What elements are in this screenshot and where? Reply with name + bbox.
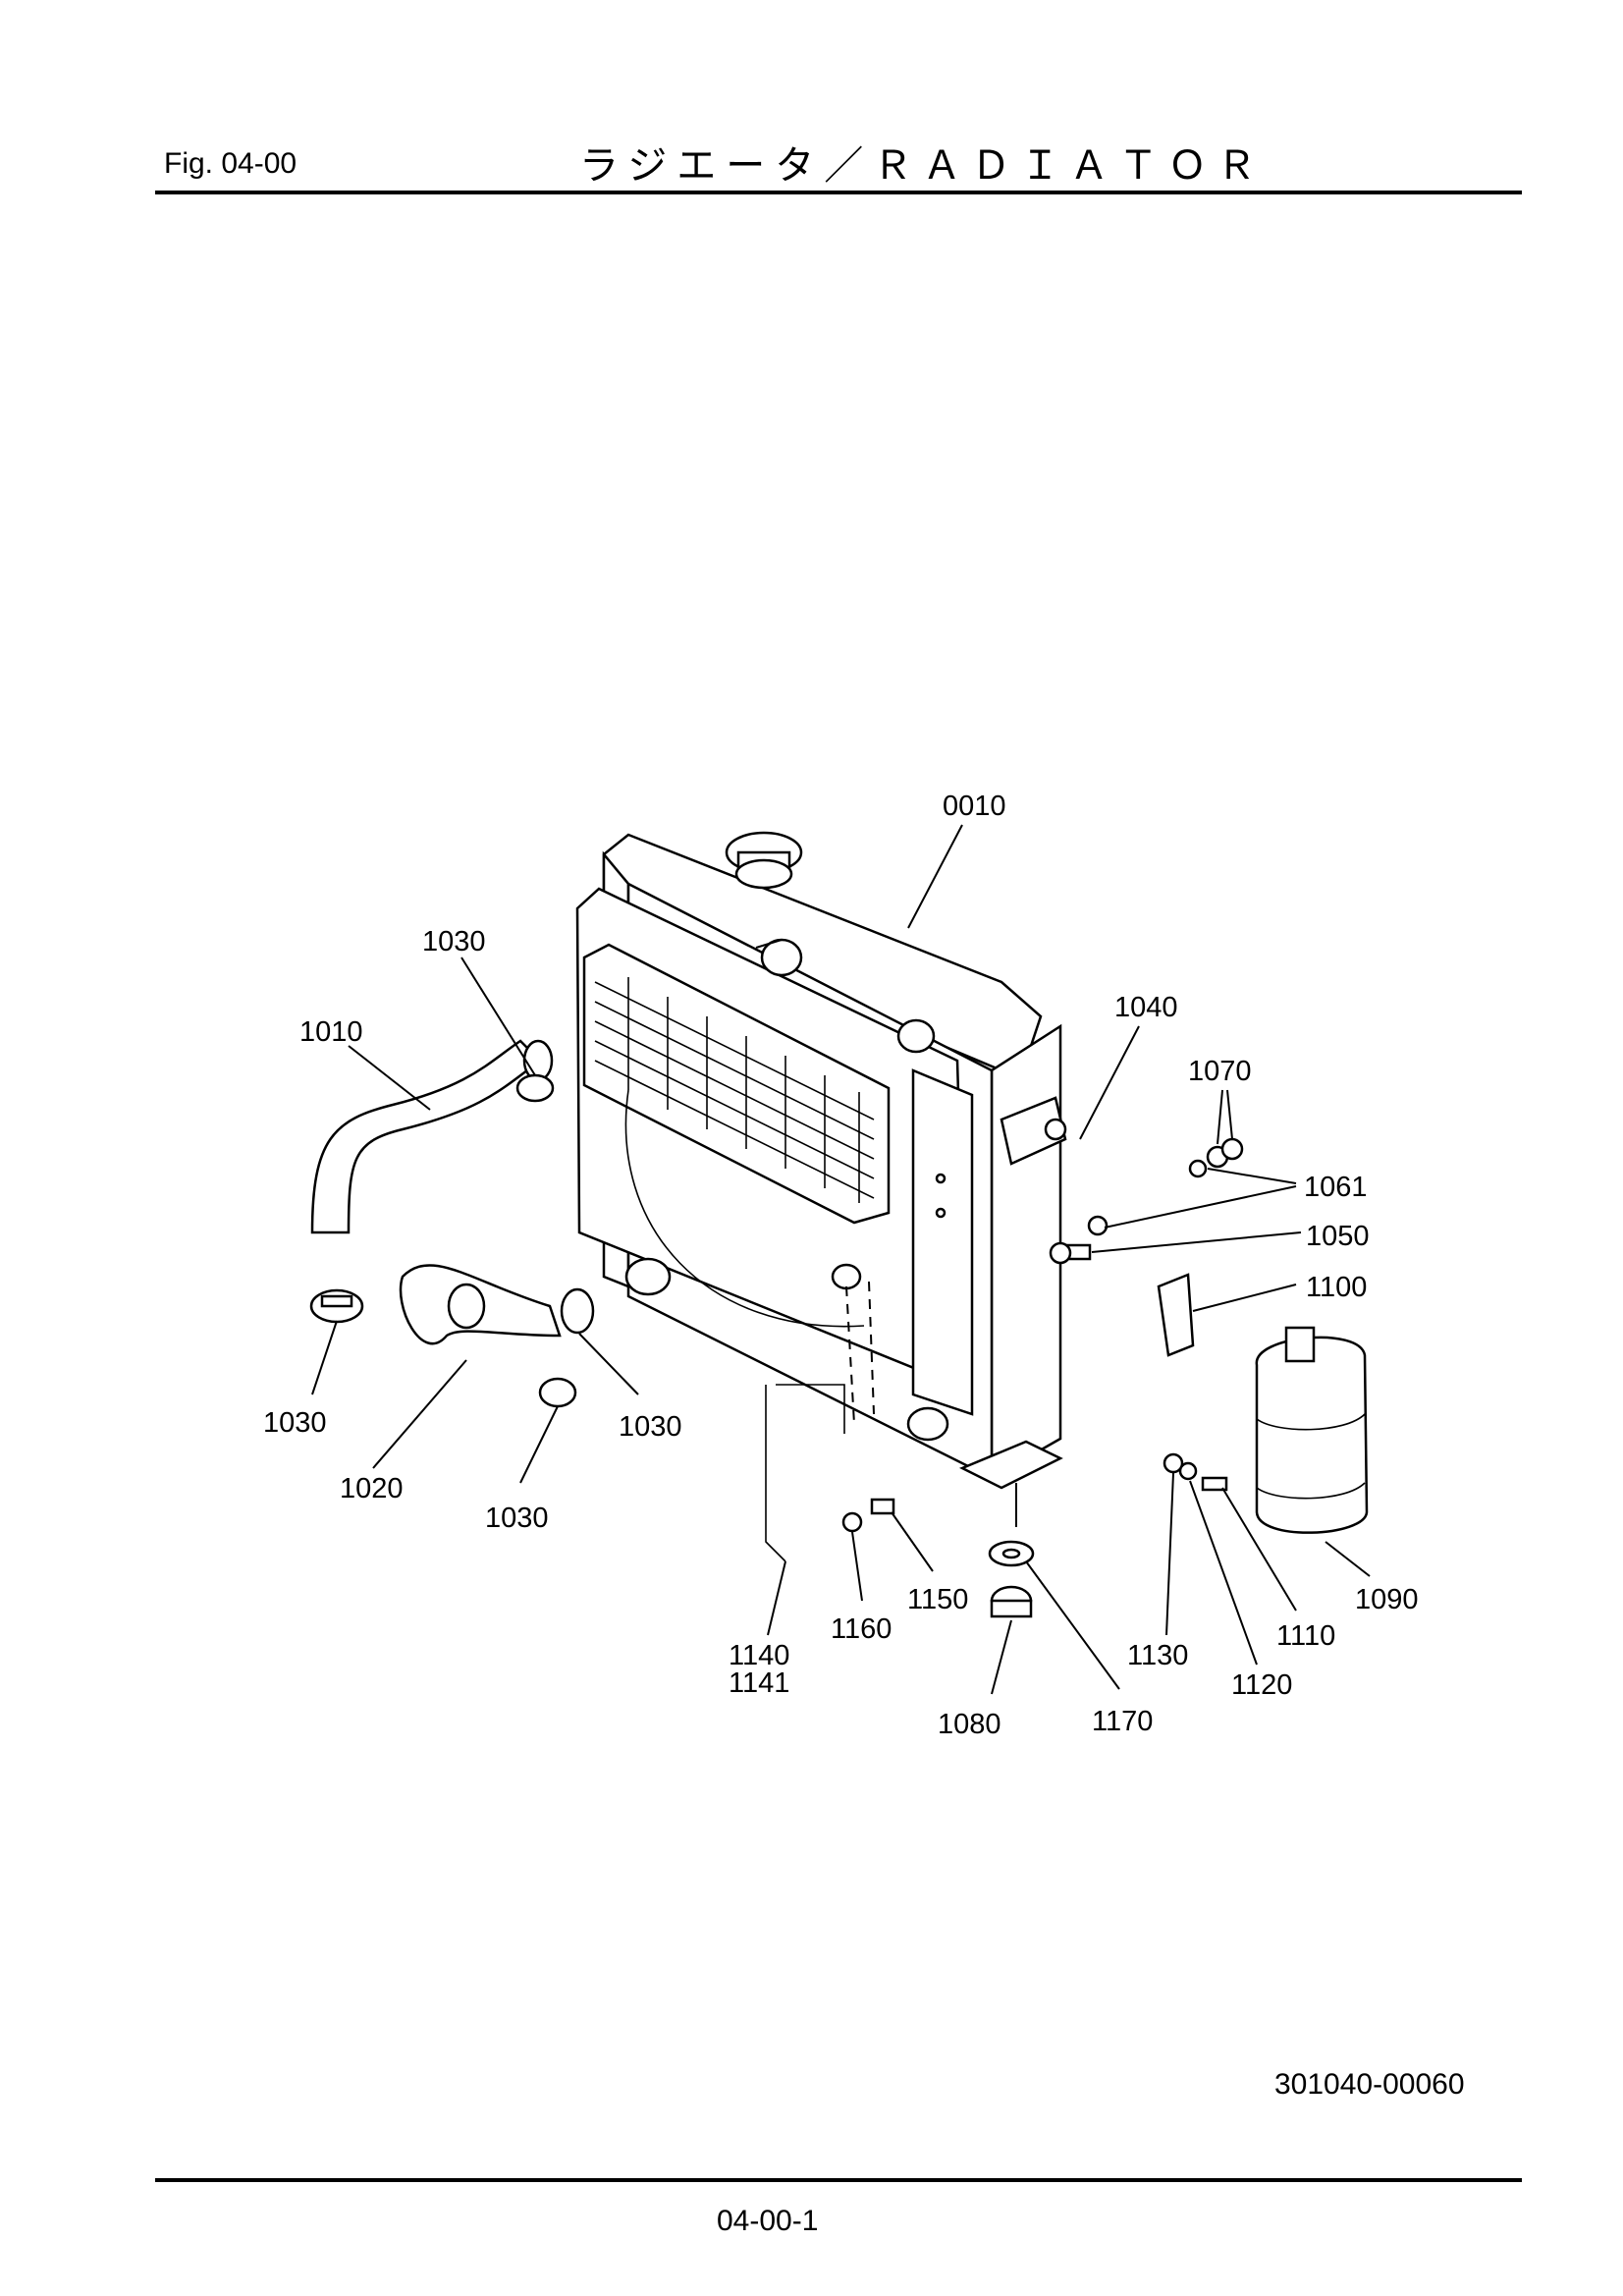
callout-1110: 1110 <box>1276 1620 1335 1652</box>
callout-1070: 1070 <box>1188 1056 1252 1087</box>
page-number: 04-00-1 <box>717 2205 819 2237</box>
callout-1030: 1030 <box>619 1411 682 1443</box>
callout-1020: 1020 <box>340 1473 404 1504</box>
callout-1130: 1130 <box>1127 1640 1188 1671</box>
callout-1080: 1080 <box>938 1709 1001 1740</box>
footer-rule <box>155 2178 1522 2182</box>
washer <box>1087 1215 1109 1236</box>
callout-1030: 1030 <box>422 926 486 957</box>
washer <box>1188 1159 1208 1178</box>
leader-lines <box>311 824 1371 1695</box>
page-title: ラジエータ／ＲＡＤＩＡＴＯＲ <box>579 143 1267 189</box>
drawing-id: 301040-00060 <box>1274 2068 1465 2101</box>
washer <box>841 1511 863 1533</box>
hose-clamp <box>309 1288 364 1324</box>
callout-1140: 1140 <box>729 1640 789 1671</box>
bolt <box>1201 1476 1228 1492</box>
hose-clamp <box>538 1377 577 1408</box>
callout-1030: 1030 <box>263 1407 327 1439</box>
callout-1120: 1120 <box>1231 1669 1292 1701</box>
upper-hose <box>310 1039 542 1234</box>
callout-0010: 0010 <box>943 791 1006 822</box>
nut <box>1206 1137 1244 1169</box>
callout-1150: 1150 <box>907 1584 968 1615</box>
callout-1090: 1090 <box>1355 1584 1419 1615</box>
mounting-bracket <box>1000 1096 1067 1166</box>
callout-1160: 1160 <box>831 1613 892 1645</box>
callout-1061: 1061 <box>1304 1172 1368 1203</box>
bolt <box>1049 1241 1092 1265</box>
callout-1170: 1170 <box>1092 1706 1153 1737</box>
callout-1100: 1100 <box>1306 1272 1367 1303</box>
washer <box>1163 1452 1184 1474</box>
grille-slats <box>594 977 875 1203</box>
callout-1040: 1040 <box>1114 992 1178 1023</box>
callout-1030: 1030 <box>485 1503 549 1534</box>
tank-bracket <box>1157 1273 1195 1357</box>
radiator-assembly <box>575 831 1063 1527</box>
figure-label: Fig. 04-00 <box>164 147 298 180</box>
callout-1050: 1050 <box>1306 1221 1370 1252</box>
reserve-tank <box>1255 1326 1369 1534</box>
callout-1010: 1010 <box>299 1016 363 1048</box>
hose-clamp <box>515 1073 555 1103</box>
callout-1141: 1141 <box>729 1667 789 1699</box>
cushion <box>990 1585 1033 1618</box>
header-rule <box>155 191 1522 194</box>
cushion-washer <box>988 1540 1035 1567</box>
hose-clamp <box>560 1287 595 1335</box>
washer <box>1178 1461 1198 1481</box>
bolt <box>870 1498 895 1515</box>
